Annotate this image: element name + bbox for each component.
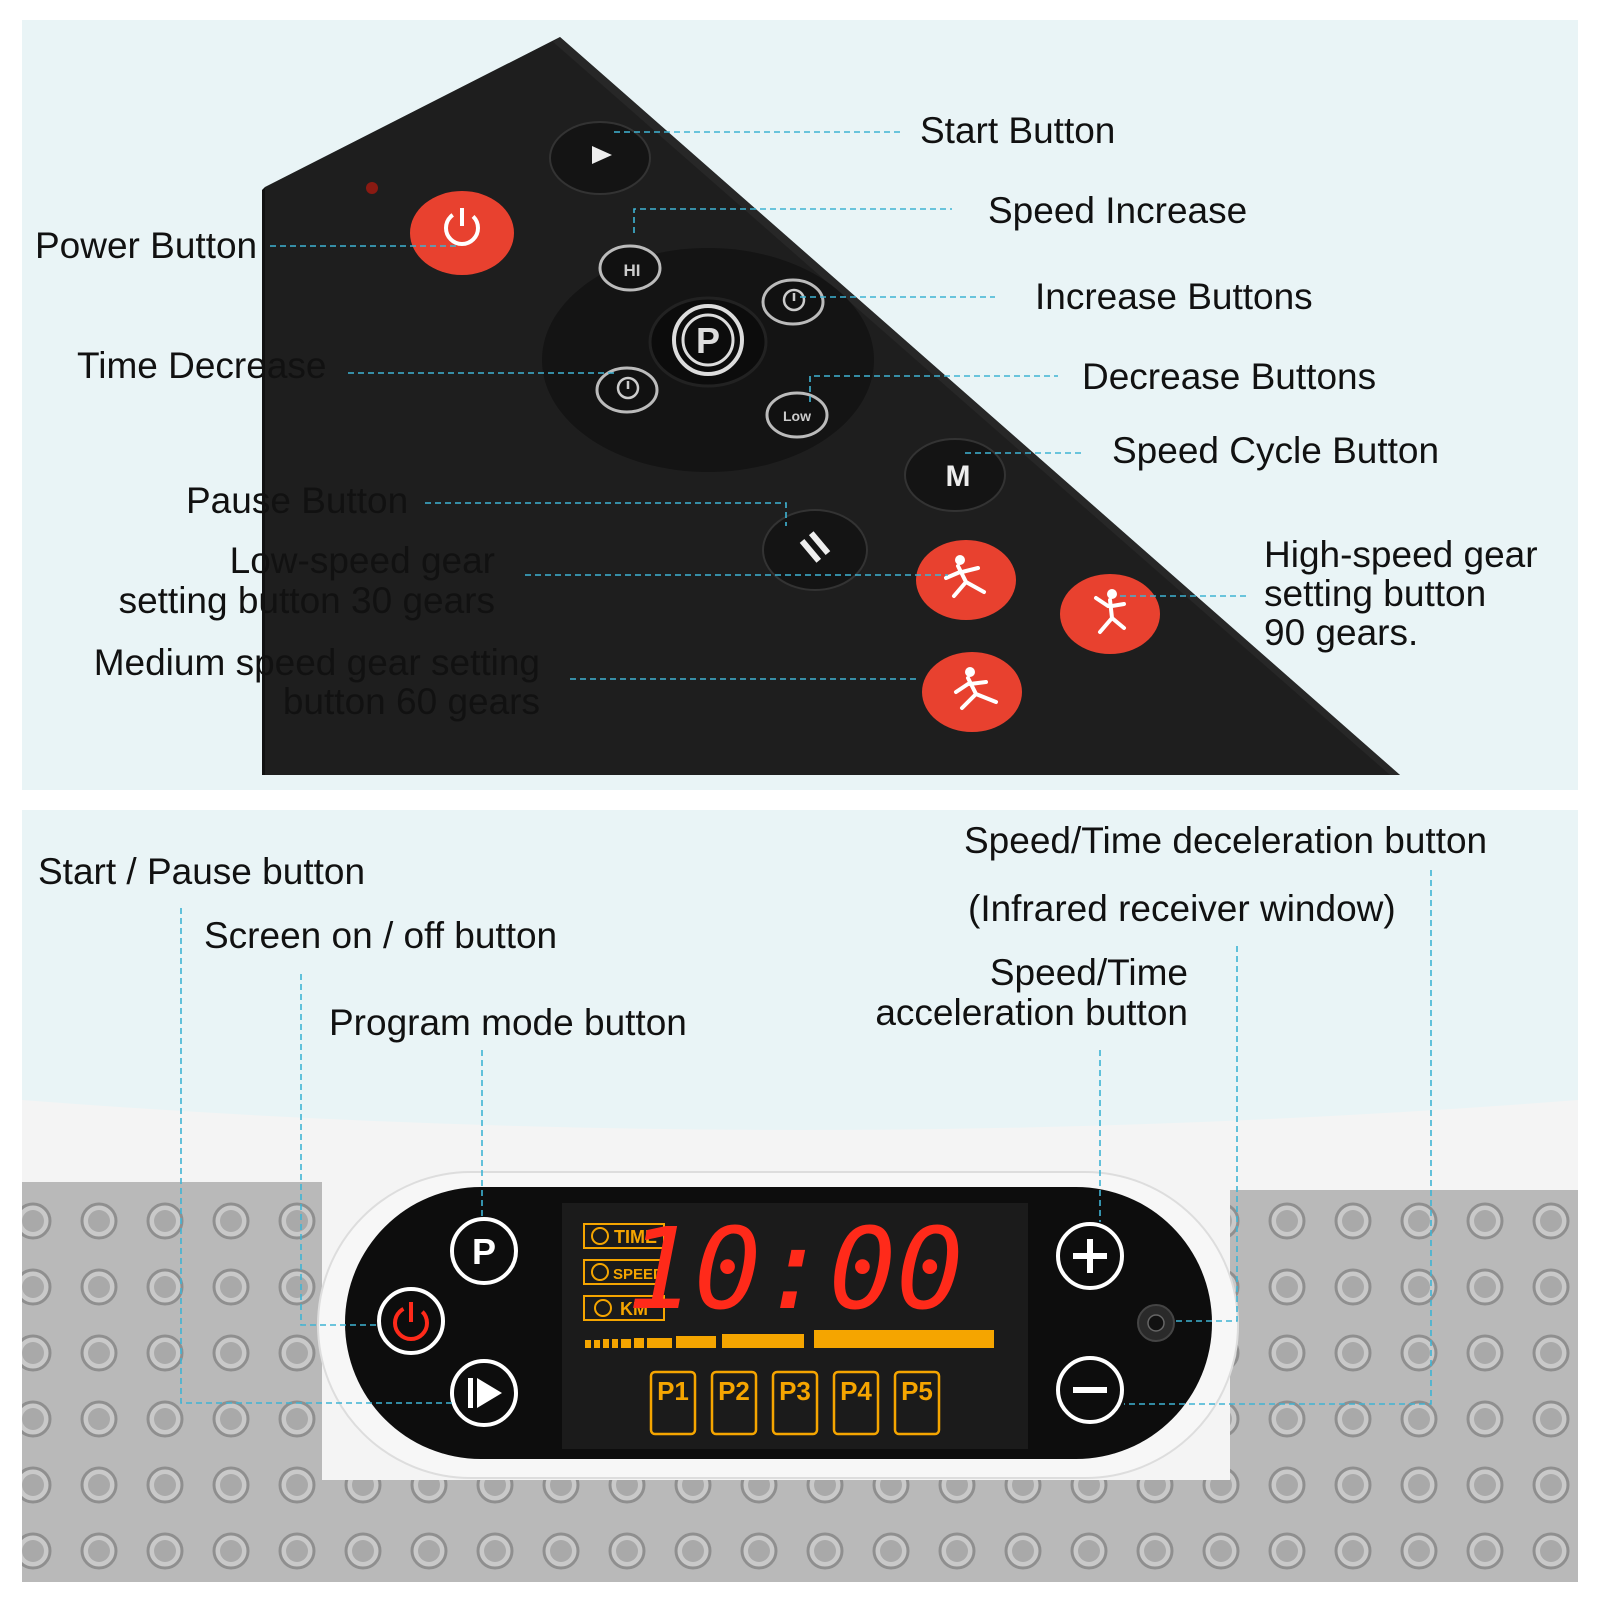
program-mode-label: Program mode button: [329, 1002, 687, 1043]
program-boxes: P1 P2 P3 P4 P5: [649, 1370, 941, 1436]
remote-leader-lines: [270, 131, 1248, 680]
program-p2: P2: [710, 1370, 758, 1436]
time-decrease-label: Time Decrease: [77, 345, 327, 386]
indicator-speed-text: SPEED: [613, 1266, 664, 1283]
acceleration-label-line1: Speed/Time: [989, 952, 1188, 993]
start-button-label: Start Button: [920, 110, 1116, 151]
program-p1-text: P1: [657, 1376, 689, 1406]
hi-text: HI: [624, 261, 641, 280]
remote-power-button: [410, 191, 514, 275]
remote-low-speed-gear-button: [916, 540, 1016, 620]
infrared-receiver-window: [1137, 1304, 1175, 1342]
lcd-display: [562, 1203, 1028, 1449]
screen-onoff-button: [377, 1287, 445, 1355]
indicator-time: TIME: [583, 1223, 665, 1249]
indicator-km: KM: [583, 1295, 665, 1321]
led-time-readout: 10:00: [626, 1205, 963, 1335]
start-pause-label: Start / Pause button: [38, 851, 366, 892]
remote-time-increase-button: [761, 278, 825, 326]
remote-edge: [262, 187, 265, 775]
console-leader-lines: [180, 870, 1432, 1405]
deceleration-label: Speed/Time deceleration button: [964, 820, 1488, 861]
speed-cycle-label: Speed Cycle Button: [1112, 430, 1440, 471]
remote-program-text: P: [696, 320, 720, 361]
speed-increase-label: Speed Increase: [988, 190, 1248, 231]
remote-panel: P HI Low M: [22, 20, 1578, 790]
program-p4-text: P4: [840, 1376, 872, 1406]
indicator-km-text: KM: [620, 1299, 648, 1319]
screen-onoff-label: Screen on / off button: [204, 915, 558, 956]
pause-button-label: Pause Button: [186, 480, 409, 521]
indicator-speed: SPEED: [583, 1259, 665, 1285]
low-speed-label-line2: setting button 30 gears: [118, 580, 495, 621]
acceleration-button: [1056, 1222, 1124, 1290]
status-led: [366, 182, 378, 194]
program-p4: P4: [832, 1370, 880, 1436]
program-p5: P5: [893, 1370, 941, 1436]
acceleration-label-line2: acceleration button: [875, 992, 1188, 1033]
remote-speed-cycle-button: M: [904, 438, 1006, 512]
remote-speed-decrease-button: Low: [765, 391, 829, 439]
program-p2-text: P2: [718, 1376, 750, 1406]
decrease-buttons-label: Decrease Buttons: [1082, 356, 1377, 397]
indicator-time-text: TIME: [614, 1227, 657, 1247]
start-pause-button: [450, 1359, 518, 1427]
level-bar: [585, 1330, 994, 1348]
remote-start-button: [549, 121, 651, 195]
medium-speed-label-line1: Medium speed gear setting: [93, 642, 540, 683]
program-p3: P3: [771, 1370, 819, 1436]
deceleration-button: [1056, 1356, 1124, 1424]
m-text: M: [946, 460, 971, 493]
medium-speed-label-line2: button 60 gears: [282, 681, 540, 722]
low-text: Low: [783, 408, 811, 424]
remote-illustration: P HI Low M: [262, 37, 1400, 775]
ir-window-label: (Infrared receiver window): [968, 888, 1396, 929]
increase-buttons-label: Increase Buttons: [1035, 276, 1313, 317]
high-speed-label-line3: 90 gears.: [1264, 612, 1419, 653]
program-p5-text: P5: [901, 1376, 933, 1406]
program-p3-text: P3: [779, 1376, 811, 1406]
remote-speed-increase-button: HI: [598, 244, 662, 292]
console-illustration: P T: [22, 870, 1578, 1582]
power-button-label: Power Button: [35, 225, 258, 266]
program-p1: P1: [649, 1370, 697, 1436]
remote-time-decrease-button: [595, 366, 659, 414]
remote-pause-button: [762, 509, 868, 591]
high-speed-label-line2: setting button: [1264, 573, 1487, 614]
program-button-text: P: [472, 1231, 496, 1272]
remote-high-speed-gear-button: [1060, 574, 1160, 654]
console-panel: P T: [22, 810, 1578, 1582]
high-speed-label-line1: High-speed gear: [1264, 534, 1538, 575]
low-speed-label-line1: Low-speed gear: [229, 540, 495, 581]
program-mode-button: P: [450, 1217, 518, 1285]
remote-medium-speed-gear-button: [922, 652, 1022, 732]
